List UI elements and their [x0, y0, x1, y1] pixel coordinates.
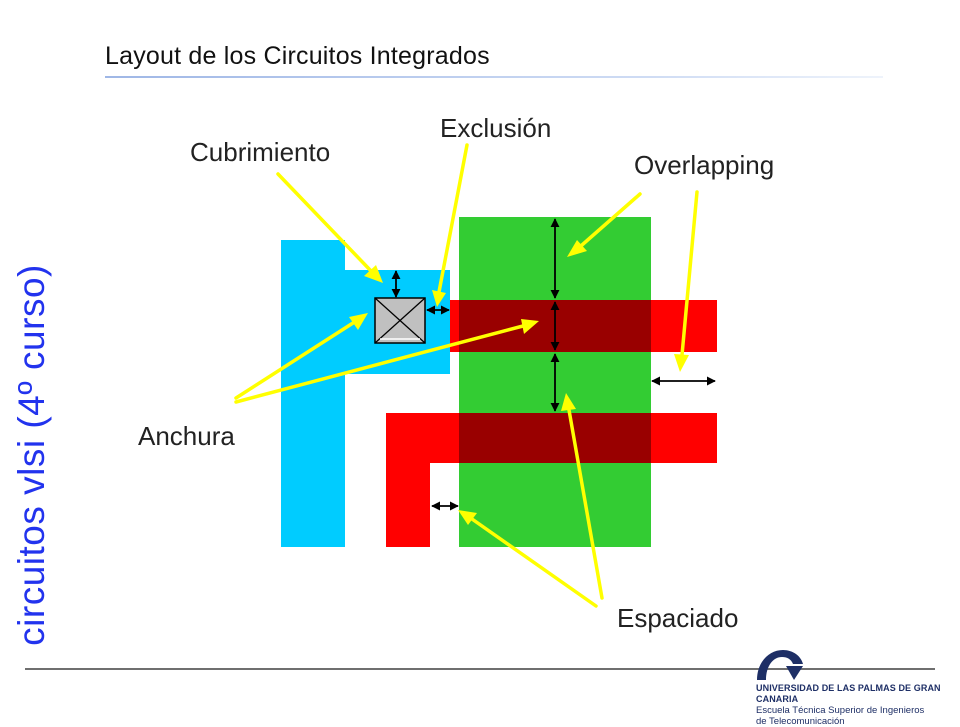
pointer-lines: [234, 143, 699, 608]
school-line-2: de Telecomunicación: [756, 716, 845, 727]
label-anchura: Anchura: [138, 421, 235, 451]
school-line-1: Escuela Técnica Superior de Ingenieros: [756, 705, 925, 716]
dimension-arrows: [391, 218, 716, 511]
contact-cut: [374, 297, 426, 344]
label-cubrimiento: Cubrimiento: [190, 137, 331, 167]
title-underline: [105, 76, 883, 78]
slide-title: Layout de los Circuitos Integrados: [105, 42, 490, 70]
label-espaciado: Espaciado: [617, 603, 739, 633]
university-name: UNIVERSIDAD DE LAS PALMAS DE GRAN CANARI…: [756, 683, 941, 704]
label-overlapping: Overlapping: [634, 150, 775, 180]
university-logo: [753, 644, 805, 684]
poly-bottom-overlap: [459, 413, 651, 463]
label-exclusion: Exclusión: [440, 113, 552, 143]
university-name-block: UNIVERSIDAD DE LAS PALMAS DE GRAN CANARI…: [756, 683, 960, 727]
footer-divider: [25, 668, 935, 670]
